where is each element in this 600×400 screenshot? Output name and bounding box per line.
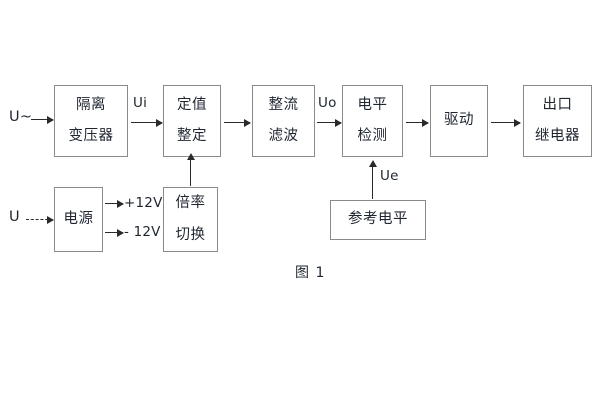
block-rectify-filter-line-1: 整流 — [268, 96, 299, 113]
block-rectify-filter: 整流 滤波 — [252, 85, 315, 157]
rail-label-negative: - 12V — [124, 224, 161, 240]
block-ratio-switch: 倍率 切换 — [163, 187, 218, 252]
block-ratio-switch-line-1: 倍率 — [175, 195, 206, 212]
block-isolation-transformer: 隔离 变压器 — [54, 85, 128, 157]
block-reference-level-line-1: 参考电平 — [348, 211, 408, 228]
block-setting-value-line-1: 定值 — [177, 96, 207, 113]
signal-label-ue: Ue — [380, 168, 399, 184]
arrow-drive-to-output-relay — [491, 118, 521, 127]
block-setting-value-line-2: 整定 — [177, 128, 207, 144]
arrow-ratio-switch-to-setting-value — [186, 153, 195, 186]
rail-label-positive: +12V — [124, 195, 163, 211]
arrow-rectify-filter-to-level-detect — [317, 118, 342, 127]
block-output-relay: 出口 继电器 — [523, 85, 592, 157]
block-rectify-filter-line-2: 滤波 — [268, 128, 299, 144]
input-label-ac: U~ — [9, 109, 33, 125]
block-isolation-transformer-line-2: 变压器 — [68, 128, 114, 144]
input-label-dc: U — [9, 209, 20, 225]
arrow-input-dc-to-power-supply — [26, 215, 54, 224]
signal-label-ui: Ui — [133, 95, 148, 111]
block-level-detect-line-2: 检测 — [357, 128, 388, 144]
block-setting-value: 定值 整定 — [163, 85, 221, 157]
arrow-isolation-transformer-to-setting-value — [131, 118, 163, 127]
block-isolation-transformer-line-1: 隔离 — [76, 96, 106, 113]
block-level-detect-line-1: 电平 — [357, 96, 388, 113]
arrow-rail-positive — [105, 199, 124, 208]
arrow-level-detect-to-drive — [406, 118, 429, 127]
block-level-detect: 电平 检测 — [342, 85, 403, 157]
block-reference-level: 参考电平 — [330, 200, 426, 240]
arrow-setting-value-to-rectify-filter — [224, 118, 251, 127]
block-power-supply: 电源 — [54, 187, 103, 252]
block-drive: 驱动 — [430, 85, 488, 157]
figure-caption: 图 1 — [295, 265, 326, 281]
block-ratio-switch-line-2: 切换 — [175, 226, 206, 243]
block-power-supply-line-1: 电源 — [63, 210, 94, 227]
block-output-relay-line-2: 继电器 — [535, 128, 580, 144]
signal-label-uo: Uo — [318, 95, 337, 111]
arrow-rail-negative — [105, 228, 124, 237]
block-drive-line-1: 驱动 — [444, 112, 474, 129]
arrow-input-ac-to-isolation-transformer — [31, 115, 54, 124]
arrow-reference-level-to-level-detect — [368, 160, 377, 199]
block-output-relay-line-1: 出口 — [542, 96, 573, 113]
